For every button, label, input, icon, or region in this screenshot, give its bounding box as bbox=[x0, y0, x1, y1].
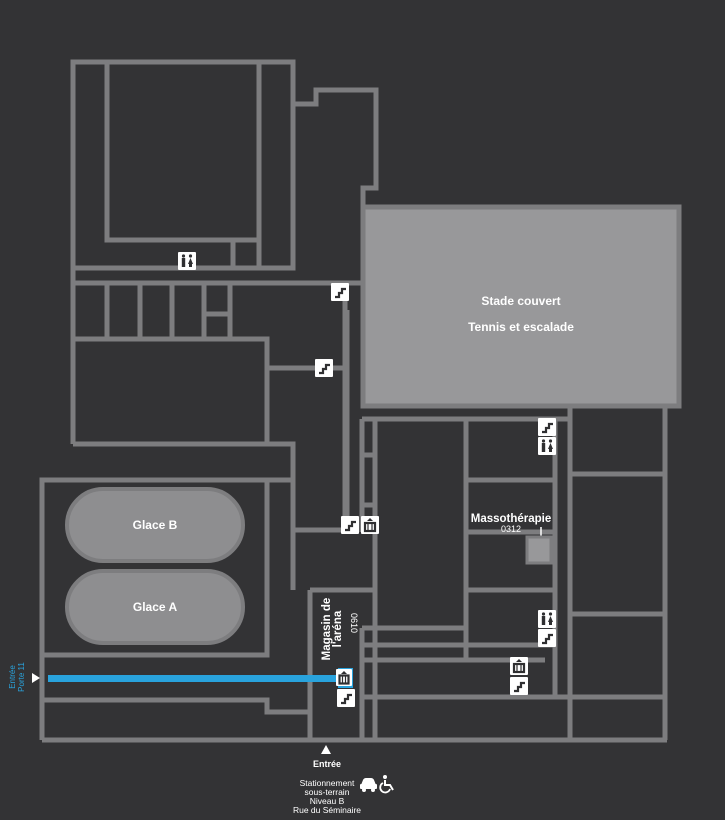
stairs-icon bbox=[337, 689, 355, 707]
elevator-icon bbox=[336, 669, 352, 686]
stadium-label: Stade couvert bbox=[481, 294, 560, 308]
stairs-icon bbox=[538, 418, 556, 436]
side-entrance: Entrée Porte 11 bbox=[8, 662, 40, 692]
building-walls bbox=[39, 59, 668, 743]
svg-text:Magasin de: Magasin de bbox=[321, 598, 333, 661]
svg-text:Entrée: Entrée bbox=[8, 665, 17, 689]
rink-a bbox=[65, 569, 245, 645]
car-icon bbox=[360, 778, 377, 792]
main-entrance-label: Entrée bbox=[313, 759, 341, 769]
stairs-icon bbox=[538, 629, 556, 647]
parking-info: Stationnement sous-terrain Niveau B Rue … bbox=[293, 778, 361, 815]
svg-text:sous-terrain: sous-terrain bbox=[305, 787, 350, 797]
rink-a-label: Glace A bbox=[133, 600, 178, 614]
indoor-stadium bbox=[360, 204, 682, 409]
arrow-up-icon bbox=[321, 745, 331, 754]
wheelchair-icon bbox=[379, 775, 394, 794]
route-path bbox=[48, 675, 343, 682]
restroom-icon bbox=[538, 437, 556, 455]
arena-store-label: Magasin de l'aréna 0610 bbox=[321, 598, 359, 661]
rink-b-label: Glace B bbox=[133, 518, 178, 532]
massage-room bbox=[525, 535, 553, 565]
stadium-sublabel: Tennis et escalade bbox=[468, 320, 574, 334]
arrow-right-icon bbox=[32, 673, 40, 683]
restroom-icon bbox=[538, 610, 556, 628]
massage-label: Massothérapie bbox=[471, 513, 552, 525]
svg-text:Stationnement: Stationnement bbox=[300, 778, 355, 788]
stairs-icon bbox=[331, 283, 349, 301]
svg-text:l'aréna: l'aréna bbox=[332, 610, 344, 647]
svg-text:Rue du Séminaire: Rue du Séminaire bbox=[293, 805, 361, 815]
massage-room-number: 0312 bbox=[501, 524, 521, 534]
stairs-icon bbox=[341, 516, 359, 534]
svg-text:Porte 11: Porte 11 bbox=[17, 662, 26, 692]
elevator-icon bbox=[361, 516, 379, 534]
stairs-icon bbox=[315, 359, 333, 377]
svg-text:Niveau B: Niveau B bbox=[310, 796, 345, 806]
stairs-icon bbox=[510, 677, 528, 695]
restroom-icon bbox=[178, 252, 196, 270]
rink-b bbox=[65, 487, 245, 563]
elevator-icon bbox=[510, 657, 528, 675]
svg-text:0610: 0610 bbox=[349, 613, 359, 633]
